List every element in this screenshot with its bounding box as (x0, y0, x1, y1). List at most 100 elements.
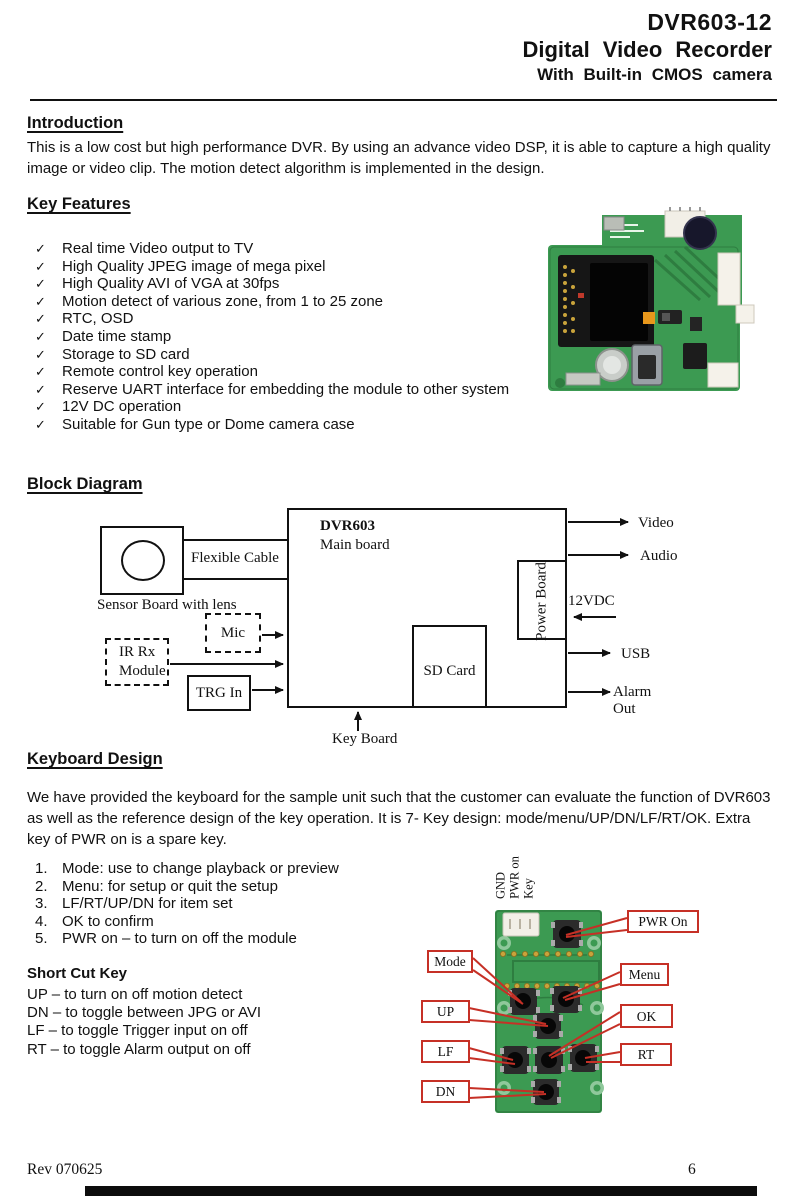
alarm-label-line1: Alarm (613, 684, 652, 700)
check-icon: ✓ (35, 381, 46, 397)
main-board-subtitle: Main board (320, 537, 390, 553)
alarm-label-line2: Out (613, 701, 636, 717)
main-board-title: DVR603 (320, 518, 375, 534)
callout-pwr-on: PWR On (627, 910, 699, 933)
check-icon: ✓ (35, 258, 46, 274)
pin-label-pwr-on: PWR on (507, 856, 522, 899)
kbd-numbered-list: 1. Mode: use to change playback or previe… (35, 860, 339, 948)
power-board-label: Power Board (533, 562, 550, 641)
callout-mode: Mode (427, 950, 473, 973)
feature-item: ✓Date time stamp (27, 328, 587, 346)
feature-item: ✓ Real time Video output to TV (27, 240, 587, 258)
dc-label: 12VDC (568, 593, 615, 609)
intro-body: This is a low cost but high performance … (27, 139, 771, 177)
audio-label: Audio (640, 548, 678, 564)
feature-text: Real time Video output to TV (62, 240, 254, 257)
usb-label: USB (621, 646, 651, 662)
dn-button (531, 1079, 561, 1105)
feature-item: ✓Storage to SD card (27, 346, 587, 364)
check-icon: ✓ (35, 364, 46, 380)
pin-label-key: Key (521, 878, 536, 899)
features-heading: Key Features (27, 195, 131, 213)
pin-label-gnd: GND (493, 871, 508, 900)
shortcut-item: LF – to toggle Trigger input on off (27, 1022, 248, 1040)
item-text: PWR on – to turn on off the module (62, 930, 297, 948)
shortcut-item: RT – to toggle Alarm output on off (27, 1040, 251, 1058)
model-number: DVR603-12 (647, 9, 772, 35)
shortcut-heading: Short Cut Key (27, 965, 128, 982)
feature-text: Date time stamp (62, 327, 172, 345)
document-title: Digital Video Recorder (522, 37, 772, 63)
video-label: Video (638, 515, 674, 531)
feature-text: RTC, OSD (62, 310, 134, 328)
callout-lines (468, 917, 628, 1099)
sd-card-label: SD Card (423, 663, 476, 679)
item-text: LF/RT/UP/DN for item set (62, 895, 233, 913)
callout-ok: OK (620, 1004, 673, 1028)
callout-up: UP (421, 1000, 470, 1023)
power-board-box (517, 560, 567, 640)
item-number: 1. (35, 860, 48, 877)
trg-label: TRG In (195, 684, 243, 701)
feature-item: ✓Reserve UART interface for embedding th… (27, 381, 587, 399)
shortcut-list: UP – to turn on off motion detect DN – t… (27, 986, 261, 1059)
pwr-button (551, 920, 583, 948)
intro-heading: Introduction (27, 114, 124, 132)
check-icon: ✓ (35, 416, 46, 432)
lens-icon (121, 540, 165, 581)
irrx-box: IR Rx Module (105, 638, 169, 686)
feature-text: 12V DC operation (62, 398, 182, 416)
irrx-label-line2: Module (119, 663, 166, 679)
keyboard-label: Key Board (332, 731, 398, 747)
mode-button (508, 988, 540, 1015)
diagram-heading: Block Diagram (27, 475, 143, 493)
keyboard-photo (468, 910, 628, 1113)
shortcut-item: UP – to turn on off motion detect (27, 986, 243, 1003)
feature-text: Storage to SD card (62, 345, 190, 363)
feature-item: ✓ Remote control key operation (27, 363, 587, 381)
callout-dn: DN (421, 1080, 470, 1103)
feature-text: High Quality AVI of VGA at 30fps (62, 275, 280, 293)
mic-box: Mic (205, 613, 261, 653)
check-icon: ✓ (35, 276, 46, 292)
check-icon: ✓ (35, 241, 46, 256)
lf-button (500, 1046, 531, 1074)
sensor-board-box (100, 526, 184, 595)
feature-text: Suitable for Gun type or Dome camera cas… (62, 415, 355, 433)
feature-item: ✓ 12V DC operation (27, 398, 587, 416)
item-text: Mode: use to change playback or preview (62, 860, 339, 877)
list-item: 4.OK to confirm (35, 913, 339, 931)
trg-box: TRG In (187, 675, 251, 711)
main-board-photo (548, 207, 755, 391)
feature-item: ✓ High Quality AVI of VGA at 30fps (27, 275, 587, 293)
document-header: DVR603-12 Digital Video Recorder With Bu… (522, 9, 772, 85)
feature-item: ✓ Suitable for Gun type or Dome camera ca… (27, 416, 587, 434)
footer-page-number: 6 (688, 1161, 696, 1178)
features-list: ✓ Real time Video output to TV ✓ High Qual… (27, 240, 587, 434)
document-subtitle: With Built-in CMOS camera (537, 65, 772, 85)
check-icon: ✓ (35, 311, 46, 327)
list-item: 5. PWR on – to turn on off the module (35, 930, 339, 948)
mic-label: Mic (220, 624, 246, 641)
callout-lf: LF (421, 1040, 470, 1063)
check-icon: ✓ (35, 293, 46, 309)
feature-text: Motion detect of various zone, from 1 to… (62, 292, 384, 310)
check-icon: ✓ (35, 399, 46, 415)
item-number: 2. (35, 877, 48, 895)
callout-menu: Menu (620, 963, 669, 986)
item-text: Menu: for setup or quit the setup (62, 877, 278, 895)
kbd-heading: Keyboard Design (27, 750, 163, 768)
item-number: 5. (35, 930, 48, 948)
feature-item: ✓ Motion detect of various zone, from 1 t… (27, 293, 587, 311)
feature-item: ✓ RTC, OSD (27, 310, 587, 328)
shortcut-item: DN – to toggle between JPG or AVI (27, 1004, 262, 1022)
feature-text: High Quality JPEG image of mega pixel (62, 257, 326, 275)
list-item: 1. Mode: use to change playback or previe… (35, 860, 339, 878)
list-item: 2. Menu: for setup or quit the setup (35, 878, 339, 896)
block-diagram-connectors (170, 518, 629, 731)
feature-text: Remote control key operation (62, 363, 258, 381)
callout-rt: RT (620, 1043, 672, 1066)
item-number: 4. (35, 912, 48, 930)
irrx-label-line1: IR Rx (119, 644, 156, 660)
